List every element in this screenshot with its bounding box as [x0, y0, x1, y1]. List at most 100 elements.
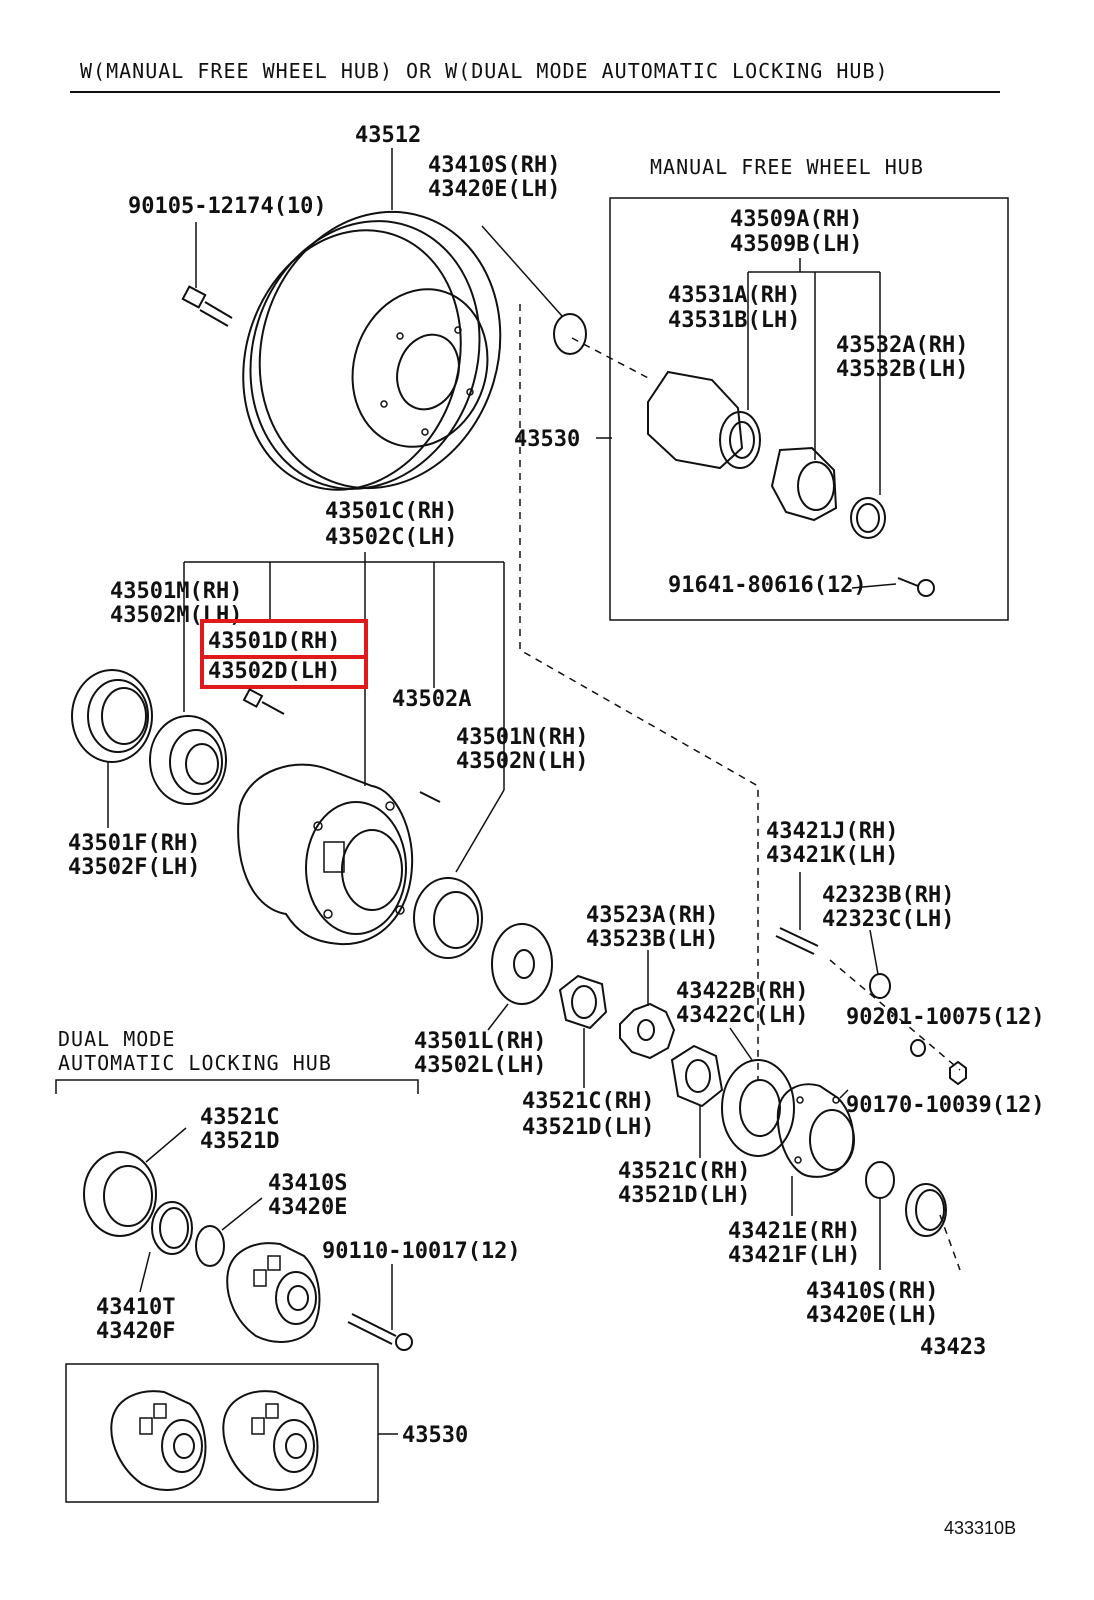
label-43523b: 43523B(LH) — [586, 927, 718, 952]
label-43502n: 43502N(LH) — [456, 749, 588, 774]
figure-reference-code: 433310B — [944, 1518, 1016, 1538]
lock-nut-outer — [670, 1044, 724, 1108]
label-90201: 90201-10075(12) — [846, 1005, 1045, 1030]
label-43410t: 43410T — [96, 1295, 175, 1320]
label-43532a: 43532A(RH) — [836, 333, 968, 358]
label-90110: 90110-10017(12) — [322, 1239, 521, 1264]
label-43420e-dm: 43420E — [268, 1195, 347, 1220]
label-43509a: 43509A(RH) — [730, 207, 862, 232]
label-43502f: 43502F(LH) — [68, 855, 200, 880]
label-43531a: 43531A(RH) — [668, 283, 800, 308]
cone-washer — [869, 973, 891, 999]
label-43530-bot: 43530 — [402, 1423, 468, 1448]
label-43420e-lh-bot: 43420E(LH) — [806, 1303, 938, 1328]
label-43420e-lh-top: 43420E(LH) — [428, 177, 560, 202]
label-43509b: 43509B(LH) — [730, 232, 862, 257]
label-90170: 90170-10039(12) — [846, 1093, 1045, 1118]
snap-ring-bottom — [865, 1161, 895, 1199]
spring-washer — [910, 1039, 926, 1057]
lock-nut — [558, 974, 608, 1030]
hub-pin — [419, 791, 441, 803]
label-43532b: 43532B(LH) — [836, 357, 968, 382]
label-43521c-rh-a: 43521C(RH) — [522, 1089, 654, 1114]
label-43521c-dm: 43521C — [200, 1105, 279, 1130]
label-43502a: 43502A — [392, 687, 471, 712]
label-43502d: 43502D(LH) — [208, 659, 340, 684]
dm-hub-assembly-1 — [110, 1390, 207, 1491]
dm-lock-nut — [83, 1151, 157, 1237]
label-43502l: 43502L(LH) — [414, 1053, 546, 1078]
manual-hub-caption: MANUAL FREE WHEEL HUB — [650, 155, 924, 179]
centerline-main — [519, 304, 759, 1080]
thrust-washer — [491, 923, 553, 1005]
label-43521d-lh-a: 43521D(LH) — [522, 1115, 654, 1140]
label-43523a: 43523A(RH) — [586, 903, 718, 928]
leader-43422b — [729, 1027, 753, 1061]
label-43410s-rh-top: 43410S(RH) — [428, 153, 560, 178]
label-43512: 43512 — [355, 123, 421, 148]
label-42323c: 42323C(LH) — [822, 907, 954, 932]
label-43521d-lh-b: 43521D(LH) — [618, 1183, 750, 1208]
dm-bolt — [347, 1313, 413, 1351]
brake-disc-rotor — [242, 210, 502, 491]
oil-seal — [71, 669, 153, 763]
drive-flange — [776, 1083, 855, 1178]
leader-43521c-dm — [145, 1127, 187, 1163]
leader-43410s-dm — [221, 1197, 263, 1231]
leader-43501n — [455, 789, 505, 873]
label-43410s-dm: 43410S — [268, 1171, 347, 1196]
label-43501d: 43501D(RH) — [208, 629, 340, 654]
label-43502m: 43502M(LH) — [110, 603, 242, 628]
leader-43501l — [487, 1003, 509, 1031]
hub-bolt — [181, 285, 233, 327]
label-43501c: 43501C(RH) — [325, 499, 457, 524]
label-43421f: 43421F(LH) — [728, 1243, 860, 1268]
label-43502c: 43502C(LH) — [325, 525, 457, 550]
manual-hub-body — [647, 370, 886, 539]
dm-hub-body — [226, 1242, 321, 1343]
centerline-studs — [829, 959, 961, 1071]
label-43521c-rh-b: 43521C(RH) — [618, 1159, 750, 1184]
dm-hub-box — [65, 1363, 379, 1503]
dm-washer-inner — [159, 1207, 189, 1249]
hex-nut — [949, 1060, 967, 1086]
axle-hub — [237, 763, 414, 946]
dm-washer — [151, 1201, 193, 1255]
dual-mode-caption-1: DUAL MODE — [58, 1027, 175, 1051]
dual-mode-bracket — [55, 1079, 419, 1094]
dm-snap-ring — [195, 1225, 225, 1267]
label-43530-top: 43530 — [514, 427, 580, 452]
leader-43410t — [139, 1251, 151, 1293]
outer-bearing — [413, 877, 483, 959]
label-90105: 90105-12174(10) — [128, 194, 327, 219]
dm-hub-assembly-2 — [222, 1390, 319, 1491]
label-43501f: 43501F(RH) — [68, 831, 200, 856]
label-43501l: 43501L(RH) — [414, 1029, 546, 1054]
label-43531b: 43531B(LH) — [668, 308, 800, 333]
label-43501n: 43501N(RH) — [456, 725, 588, 750]
centerline-cap — [939, 1214, 961, 1271]
flange-stud — [775, 927, 819, 955]
label-43410s-rh-bot: 43410S(RH) — [806, 1279, 938, 1304]
dual-mode-caption-2: AUTOMATIC LOCKING HUB — [58, 1051, 332, 1075]
leader-91641 — [851, 583, 897, 589]
label-43421k: 43421K(LH) — [766, 843, 898, 868]
label-43422c: 43422C(LH) — [676, 1003, 808, 1028]
hub-cover-bolt — [897, 577, 935, 597]
label-43422b: 43422B(RH) — [676, 979, 808, 1004]
diagram-title: W(MANUAL FREE WHEEL HUB) OR W(DUAL MODE … — [80, 59, 889, 83]
highlight-43502d — [200, 655, 368, 689]
snap-ring-top — [553, 313, 587, 355]
label-42323b: 42323B(RH) — [822, 883, 954, 908]
label-43420f: 43420F — [96, 1319, 175, 1344]
manual-hub-box — [609, 197, 1009, 621]
label-43423: 43423 — [920, 1335, 986, 1360]
centerline-hub — [571, 337, 653, 381]
label-43421e: 43421E(RH) — [728, 1219, 860, 1244]
inner-bearing — [149, 715, 227, 805]
lock-washer — [619, 1002, 676, 1060]
label-43521d-dm: 43521D — [200, 1129, 279, 1154]
label-91641: 91641-80616(12) — [668, 573, 867, 598]
flange-gasket — [721, 1059, 795, 1157]
